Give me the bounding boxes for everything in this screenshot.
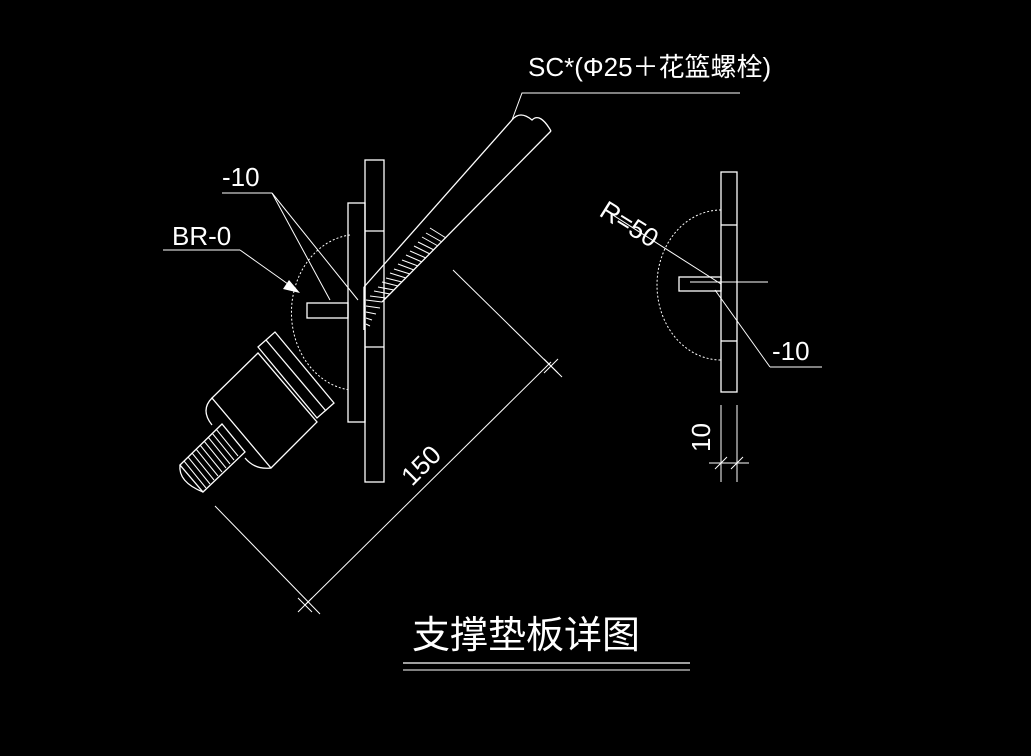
- diagonal-rod: [363, 114, 552, 330]
- backing-plate: [347, 202, 366, 423]
- drawing-title: 支撑垫板详图: [412, 613, 640, 657]
- right-stiffener: [678, 276, 722, 292]
- plate-callout-right-label: -10: [772, 336, 810, 366]
- gusset-half-circle: [291, 234, 351, 391]
- rod-thread-hatching: [365, 227, 447, 327]
- br-callout-label: BR-0: [172, 221, 231, 251]
- bolt-thread-hatching: [183, 428, 239, 489]
- left-detail: SC*(Φ25＋花篮螺栓) -10 BR-0 150: [163, 52, 771, 615]
- plate-leader-right: [714, 289, 771, 368]
- radius-label: R=50: [595, 195, 664, 254]
- radius-leader: [604, 209, 722, 285]
- title-block: 支撑垫板详图: [403, 613, 690, 671]
- stiffener-plate: [306, 302, 349, 319]
- dimension-150: [214, 269, 563, 615]
- plate-leader-left-b: [271, 192, 359, 301]
- dimension-150-label: 150: [395, 439, 447, 491]
- nut-assembly: [179, 331, 335, 493]
- right-detail: R=50 -10 10: [595, 171, 822, 482]
- br-leader: [239, 249, 296, 290]
- br-leader-arrow: [283, 280, 300, 293]
- rod-callout-label: SC*(Φ25＋花篮螺栓): [528, 52, 771, 82]
- rod-leader: [511, 92, 740, 121]
- radius-half-circle: [656, 209, 722, 361]
- plate-leader-left-a: [271, 192, 331, 301]
- plate-callout-left-label: -10: [222, 162, 260, 192]
- main-plate: [364, 159, 385, 483]
- dimension-10: [709, 405, 749, 482]
- dimension-10-label: 10: [686, 423, 716, 452]
